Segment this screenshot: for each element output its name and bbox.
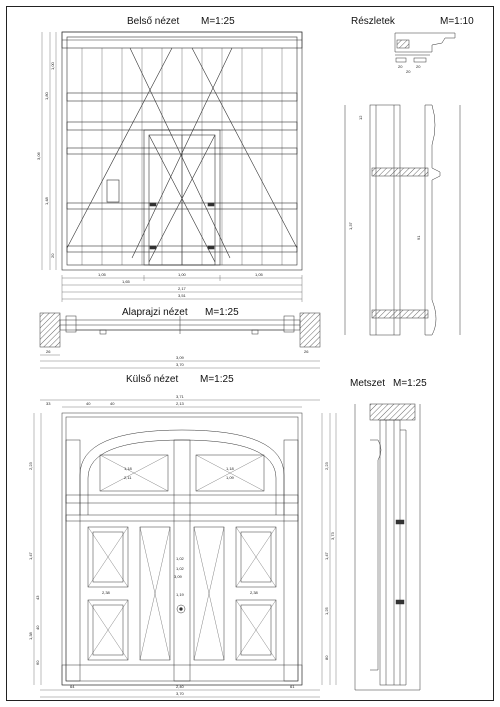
outer-inner-dim-1: 1,18 [124, 466, 133, 471]
outer-inner-dim-9: 2,38 [250, 590, 259, 595]
outer-inner-dim-6: 1,02 [176, 566, 185, 571]
details-scale: M=1:10 [440, 16, 474, 27]
inner-dim-4: 1,05 [255, 272, 264, 277]
outer-inner-dim-7: 3,09 [174, 574, 183, 579]
outer-bottom-dim-2: 3,70 [176, 691, 185, 696]
details-drawing [344, 32, 461, 336]
inner-dim-3: 1,00 [178, 272, 187, 277]
detail-size-3: 20 [406, 69, 411, 74]
outer-right-dim-3: 3,73 [330, 531, 335, 540]
plan-dim-4: 26 [304, 349, 309, 354]
plan-dim-3: 26 [46, 349, 51, 354]
outer-bottom-dim-4: 61 [290, 684, 295, 689]
outer-inner-dim-5: 1,02 [176, 556, 185, 561]
outer-bottom-dim-3: 64 [70, 684, 75, 689]
inner-left-dim-3: 1,00 [50, 61, 55, 70]
outer-view-title: Külső nézet [126, 374, 179, 385]
outer-left-dim-1: 2,23 [28, 461, 33, 470]
section-title: Metszet [350, 378, 386, 389]
outer-inner-dim-2: 1,18 [226, 466, 235, 471]
detail-size-2: 20 [416, 64, 421, 69]
outer-inner-dim-8: 2,38 [102, 590, 111, 595]
outer-right-dim-4: 1,25 [324, 606, 329, 615]
inner-dim-2: 1,65 [122, 279, 131, 284]
plan-view-dimension-lines [40, 354, 320, 369]
outer-top-dim-3: 33 [46, 401, 51, 406]
plan-view-dim-labels: 3,09 3,70 26 26 [46, 349, 309, 367]
outer-top-dim-5: 40 [110, 401, 115, 406]
section-drawing [354, 403, 421, 691]
details-dim-labels: 20 20 20 1,37 91 12 [348, 64, 421, 240]
plan-view-title: Alaprajzi nézet [122, 307, 188, 318]
detail-size-5: 91 [416, 235, 421, 240]
inner-left-dim-1: 3,06 [36, 151, 41, 160]
outer-right-dim-1: 2,23 [324, 461, 329, 470]
inner-left-dim-5: 20 [50, 253, 55, 258]
section-scale: M=1:25 [393, 378, 427, 389]
outer-top-dim-1: 3,71 [176, 394, 185, 399]
outer-left-dim-5: 40 [35, 625, 40, 630]
inner-left-dim-4: 1,48 [44, 196, 49, 205]
outer-left-dim-3: 1,38 [28, 631, 33, 640]
inner-left-dim-2: 1,80 [44, 91, 49, 100]
detail-size-1: 20 [398, 64, 403, 69]
outer-right-dim-5: 80 [324, 655, 329, 660]
detail-size-6: 12 [358, 115, 363, 120]
outer-top-dim-2: 2,13 [176, 401, 185, 406]
outer-top-dim-4: 40 [86, 401, 91, 406]
outer-inner-dim-4: 1,09 [226, 475, 235, 480]
outer-left-dim-2: 1,47 [28, 551, 33, 560]
plan-dim-1: 3,09 [176, 355, 185, 360]
outer-left-dim-4: 43 [35, 595, 40, 600]
plan-view-scale: M=1:25 [205, 307, 239, 318]
detail-size-4: 1,37 [348, 221, 353, 230]
sheet-border [6, 6, 494, 701]
inner-view-scale: M=1:25 [201, 16, 235, 27]
outer-inner-dim-10: 1,19 [176, 592, 185, 597]
inner-view-dim-labels: 1,05 1,65 1,00 1,05 2,17 3,51 3,06 1,80 … [36, 61, 264, 298]
outer-view-scale: M=1:25 [200, 374, 234, 385]
inner-view-drawing [61, 31, 303, 271]
inner-view-dimension-lines [41, 32, 303, 302]
inner-view-title: Belső nézet [127, 16, 180, 27]
outer-inner-dim-3: 2,11 [124, 475, 132, 480]
outer-view-dimension-lines [33, 399, 337, 698]
details-title: Részletek [351, 16, 395, 27]
inner-dim-6: 3,51 [178, 293, 187, 298]
outer-left-dim-6: 60 [35, 660, 40, 665]
inner-dim-1: 1,05 [98, 272, 107, 277]
plan-view-drawing [39, 312, 321, 348]
outer-view-dim-labels: 3,71 2,13 33 40 40 2,40 3,70 64 61 1,18 … [28, 394, 335, 696]
outer-view-drawing [61, 412, 303, 686]
outer-right-dim-2: 1,47 [324, 551, 329, 560]
plan-dim-2: 3,70 [176, 362, 185, 367]
inner-dim-5: 2,17 [178, 286, 187, 291]
outer-bottom-dim-1: 2,40 [176, 684, 185, 689]
